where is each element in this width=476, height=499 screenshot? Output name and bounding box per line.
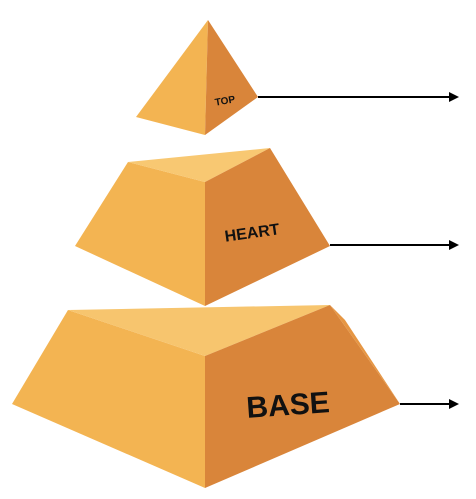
top-left-face <box>136 20 208 135</box>
tier-base: BASE <box>12 305 400 488</box>
base-right-edge-face <box>330 305 400 404</box>
heart-top-face <box>128 148 270 182</box>
top-right-face <box>205 20 258 135</box>
tier-top: TOP <box>136 20 258 135</box>
tier-heart: HEART <box>75 148 330 306</box>
base-label: BASE <box>245 386 330 425</box>
base-left-face <box>12 310 205 488</box>
base-top-face <box>68 305 330 356</box>
top-label: TOP <box>214 94 236 108</box>
heart-left-face <box>75 162 205 306</box>
base-right-face <box>205 305 400 488</box>
heart-right-face <box>205 148 330 306</box>
